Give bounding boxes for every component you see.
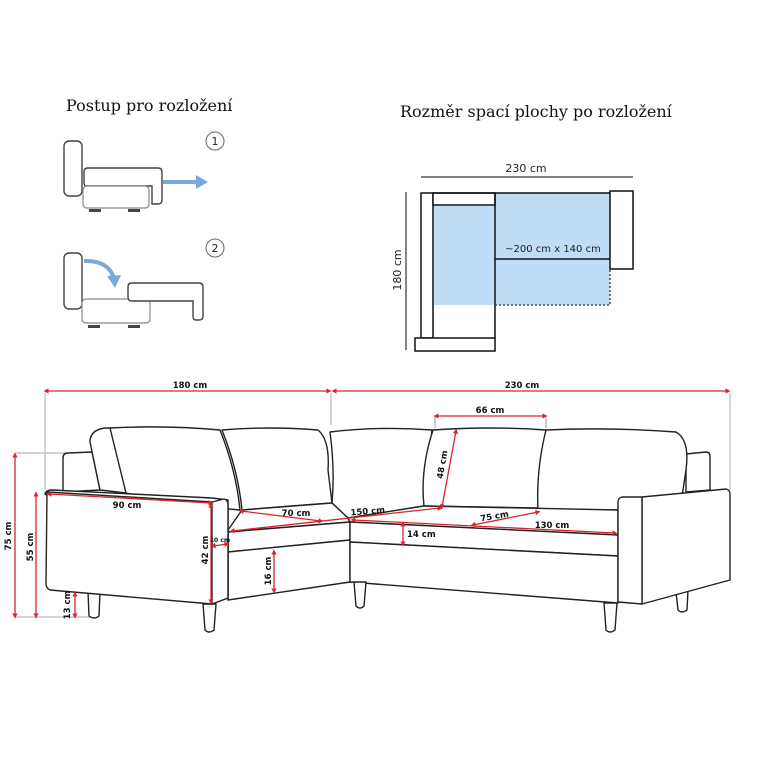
sleeping-area-title: Rozměr spací plochy po rozložení bbox=[400, 102, 673, 121]
dim-arm-front-height: 42 cm bbox=[201, 536, 211, 565]
dim-back-cushion-height: 48 cm bbox=[436, 450, 451, 480]
dim-base-height: 16 cm bbox=[264, 557, 274, 586]
leg bbox=[603, 602, 618, 633]
dim-right-width: 230 cm bbox=[505, 381, 540, 391]
step-1-number: 1 bbox=[212, 135, 219, 148]
step-2-number: 2 bbox=[212, 242, 219, 255]
procedure-title: Postup pro rozložení bbox=[66, 96, 233, 115]
plan-width-label: 230 cm bbox=[505, 162, 546, 175]
step-1-illustration: 1 bbox=[63, 131, 225, 212]
dim-left-width: 180 cm bbox=[173, 381, 208, 391]
dim-cushion-width: 66 cm bbox=[476, 406, 505, 416]
dimension-lines: 180 cm 230 cm 66 cm 75 cm 55 cm 13 cm 90… bbox=[4, 381, 731, 620]
leg bbox=[202, 603, 217, 633]
leg bbox=[353, 581, 367, 609]
bed-size-label: ~200 cm x 140 cm bbox=[505, 244, 601, 255]
dim-seat-width-right: 130 cm bbox=[535, 521, 570, 531]
dim-arm-thickness: 10 cm bbox=[210, 537, 230, 544]
leg bbox=[675, 589, 689, 613]
dim-arm-length: 90 cm bbox=[113, 501, 142, 511]
dim-total-height: 75 cm bbox=[4, 522, 14, 551]
curved-arrow-icon bbox=[83, 258, 116, 279]
dim-seat-cushion-height: 14 cm bbox=[407, 530, 436, 540]
dim-chaise-length: 150 cm bbox=[350, 506, 385, 519]
sofa-drawing bbox=[15, 393, 731, 633]
plan-depth-label: 180 cm bbox=[391, 249, 404, 290]
dim-seat-depth-left: 70 cm bbox=[282, 509, 311, 519]
leg bbox=[87, 591, 101, 619]
dim-arm-height: 55 cm bbox=[26, 533, 36, 562]
step-2-illustration: 2 bbox=[63, 238, 225, 328]
dim-leg-height: 13 cm bbox=[63, 591, 73, 620]
sleeping-area-plan: 230 cm 180 cm ~200 cm x 140 cm bbox=[391, 162, 634, 352]
